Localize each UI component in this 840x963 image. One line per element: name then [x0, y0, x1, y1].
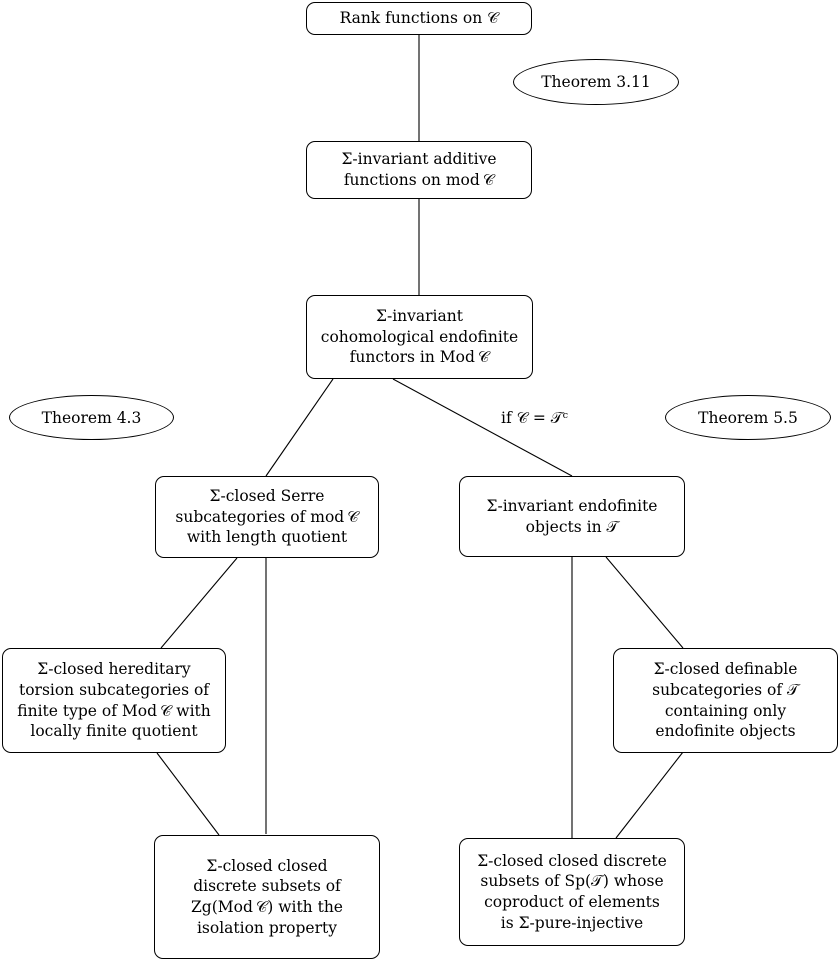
annotation-theorem-5-5[interactable]: Theorem 5.5: [665, 395, 831, 440]
node-hereditary-torsion-label: Σ-closed hereditary torsion subcategorie…: [17, 660, 211, 741]
node-rank-functions-label: Rank functions on 𝒞: [339, 9, 499, 28]
edge-cohomological-to-serre: [265, 378, 334, 477]
node-zg-discrete-subsets[interactable]: Σ-closed closed discrete subsets of Zg(M…: [154, 835, 380, 959]
edge-definable-to-sp: [615, 751, 684, 839]
annotation-theorem-4-3[interactable]: Theorem 4.3: [9, 395, 174, 440]
edge-serre-to-hereditary: [160, 557, 238, 649]
node-additive-functions[interactable]: Σ-invariant additive functions on mod 𝒞: [306, 141, 532, 199]
edge-label-condition-right-branch-text: if 𝒞 = 𝒯ᶜ: [501, 409, 569, 427]
node-rank-functions[interactable]: Rank functions on 𝒞: [306, 2, 532, 35]
node-serre-subcategories-label: Σ-closed Serre subcategories of mod 𝒞 wi…: [175, 487, 359, 547]
node-hereditary-torsion[interactable]: Σ-closed hereditary torsion subcategorie…: [2, 648, 226, 753]
node-additive-functions-label: Σ-invariant additive functions on mod 𝒞: [341, 150, 497, 189]
annotation-theorem-3-11-label: Theorem 3.11: [541, 73, 651, 91]
node-definable-subcategories[interactable]: Σ-closed definable subcategories of 𝒯 co…: [613, 648, 838, 753]
annotation-theorem-3-11[interactable]: Theorem 3.11: [513, 59, 679, 105]
edge-hereditary-to-zg: [156, 752, 220, 836]
node-cohomological-functors[interactable]: Σ-invariant cohomological endofinite fun…: [306, 295, 533, 379]
node-serre-subcategories[interactable]: Σ-closed Serre subcategories of mod 𝒞 wi…: [155, 476, 379, 558]
annotation-theorem-4-3-label: Theorem 4.3: [41, 408, 142, 427]
node-cohomological-functors-label: Σ-invariant cohomological endofinite fun…: [320, 307, 519, 367]
node-sp-discrete-subsets-label: Σ-closed closed discrete subsets of Sp(𝒯…: [477, 851, 667, 932]
node-definable-subcategories-label: Σ-closed definable subcategories of 𝒯 co…: [652, 660, 799, 741]
annotation-theorem-5-5-label: Theorem 5.5: [698, 408, 798, 427]
node-endofinite-objects-label: Σ-invariant endofinite objects in 𝒯: [486, 496, 658, 536]
edge-endofinite-to-definable: [605, 556, 684, 649]
node-endofinite-objects[interactable]: Σ-invariant endofinite objects in 𝒯: [459, 476, 685, 557]
node-sp-discrete-subsets[interactable]: Σ-closed closed discrete subsets of Sp(𝒯…: [459, 838, 685, 946]
edge-label-condition-right-branch: if 𝒞 = 𝒯ᶜ: [501, 409, 568, 428]
node-zg-discrete-subsets-label: Σ-closed closed discrete subsets of Zg(M…: [191, 856, 343, 937]
